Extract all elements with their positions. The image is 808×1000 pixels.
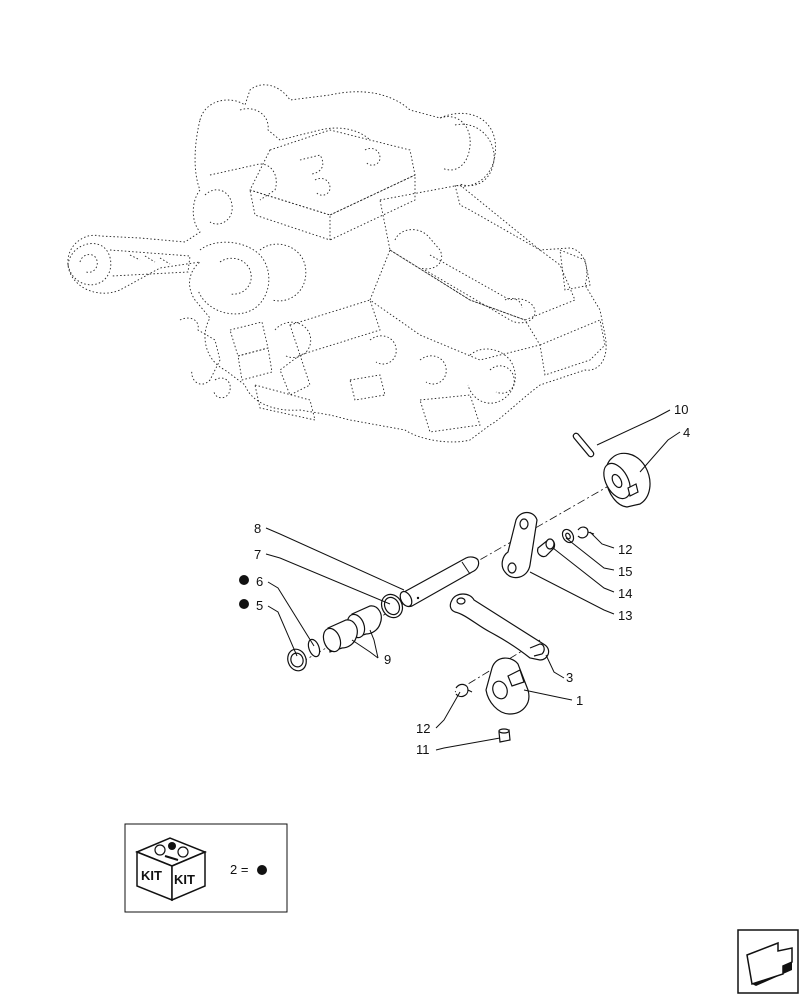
callout-3: 3 [566,670,573,685]
part-14-bushing [537,538,556,558]
callout-15: 15 [618,564,632,579]
kit-label-right: KIT [174,872,195,887]
callout-9: 9 [384,652,391,667]
kit-box-icon: KIT KIT [135,837,207,902]
callout-1: 1 [576,693,583,708]
part-13-lever [501,511,538,579]
part-9-bushings [322,605,382,653]
part-7-ring [380,593,404,619]
next-page-arrow-icon[interactable] [737,929,799,994]
part-6-oring [307,638,321,658]
callout-6: 6 [256,574,263,589]
assembly-axes [299,467,641,693]
kit-bullet-6 [239,575,249,585]
kit-label-left: KIT [141,868,162,883]
part-10-pin [572,432,595,458]
part-8-shaft [399,556,480,608]
callout-labels: 10 4 8 7 6 5 9 12 15 14 13 3 1 12 11 [254,402,690,757]
callout-13: 13 [618,608,632,623]
callout-5: 5 [256,598,263,613]
callout-11: 11 [416,742,430,757]
part-4-collar [603,452,651,508]
part-5-washer [287,648,307,672]
legend-equation: 2 = [230,862,248,877]
part-12-clip-top [577,526,595,539]
part-1-cam-lever [485,657,530,715]
part-3-link [449,593,550,661]
part-15-washer [561,528,575,544]
kit-bullet-5 [239,599,249,609]
callout-14: 14 [618,586,632,601]
callout-4: 4 [683,425,690,440]
leader-lines [265,409,681,751]
part-11-pin [498,728,511,743]
callout-10: 10 [674,402,688,417]
callout-12-top: 12 [618,542,632,557]
callout-7: 7 [254,547,261,562]
kit-legend: KIT KIT 2 = [124,823,288,913]
housing-outline [67,84,607,443]
legend-bullet [257,865,267,875]
callout-8: 8 [254,521,261,536]
callout-12-bottom: 12 [416,721,430,736]
